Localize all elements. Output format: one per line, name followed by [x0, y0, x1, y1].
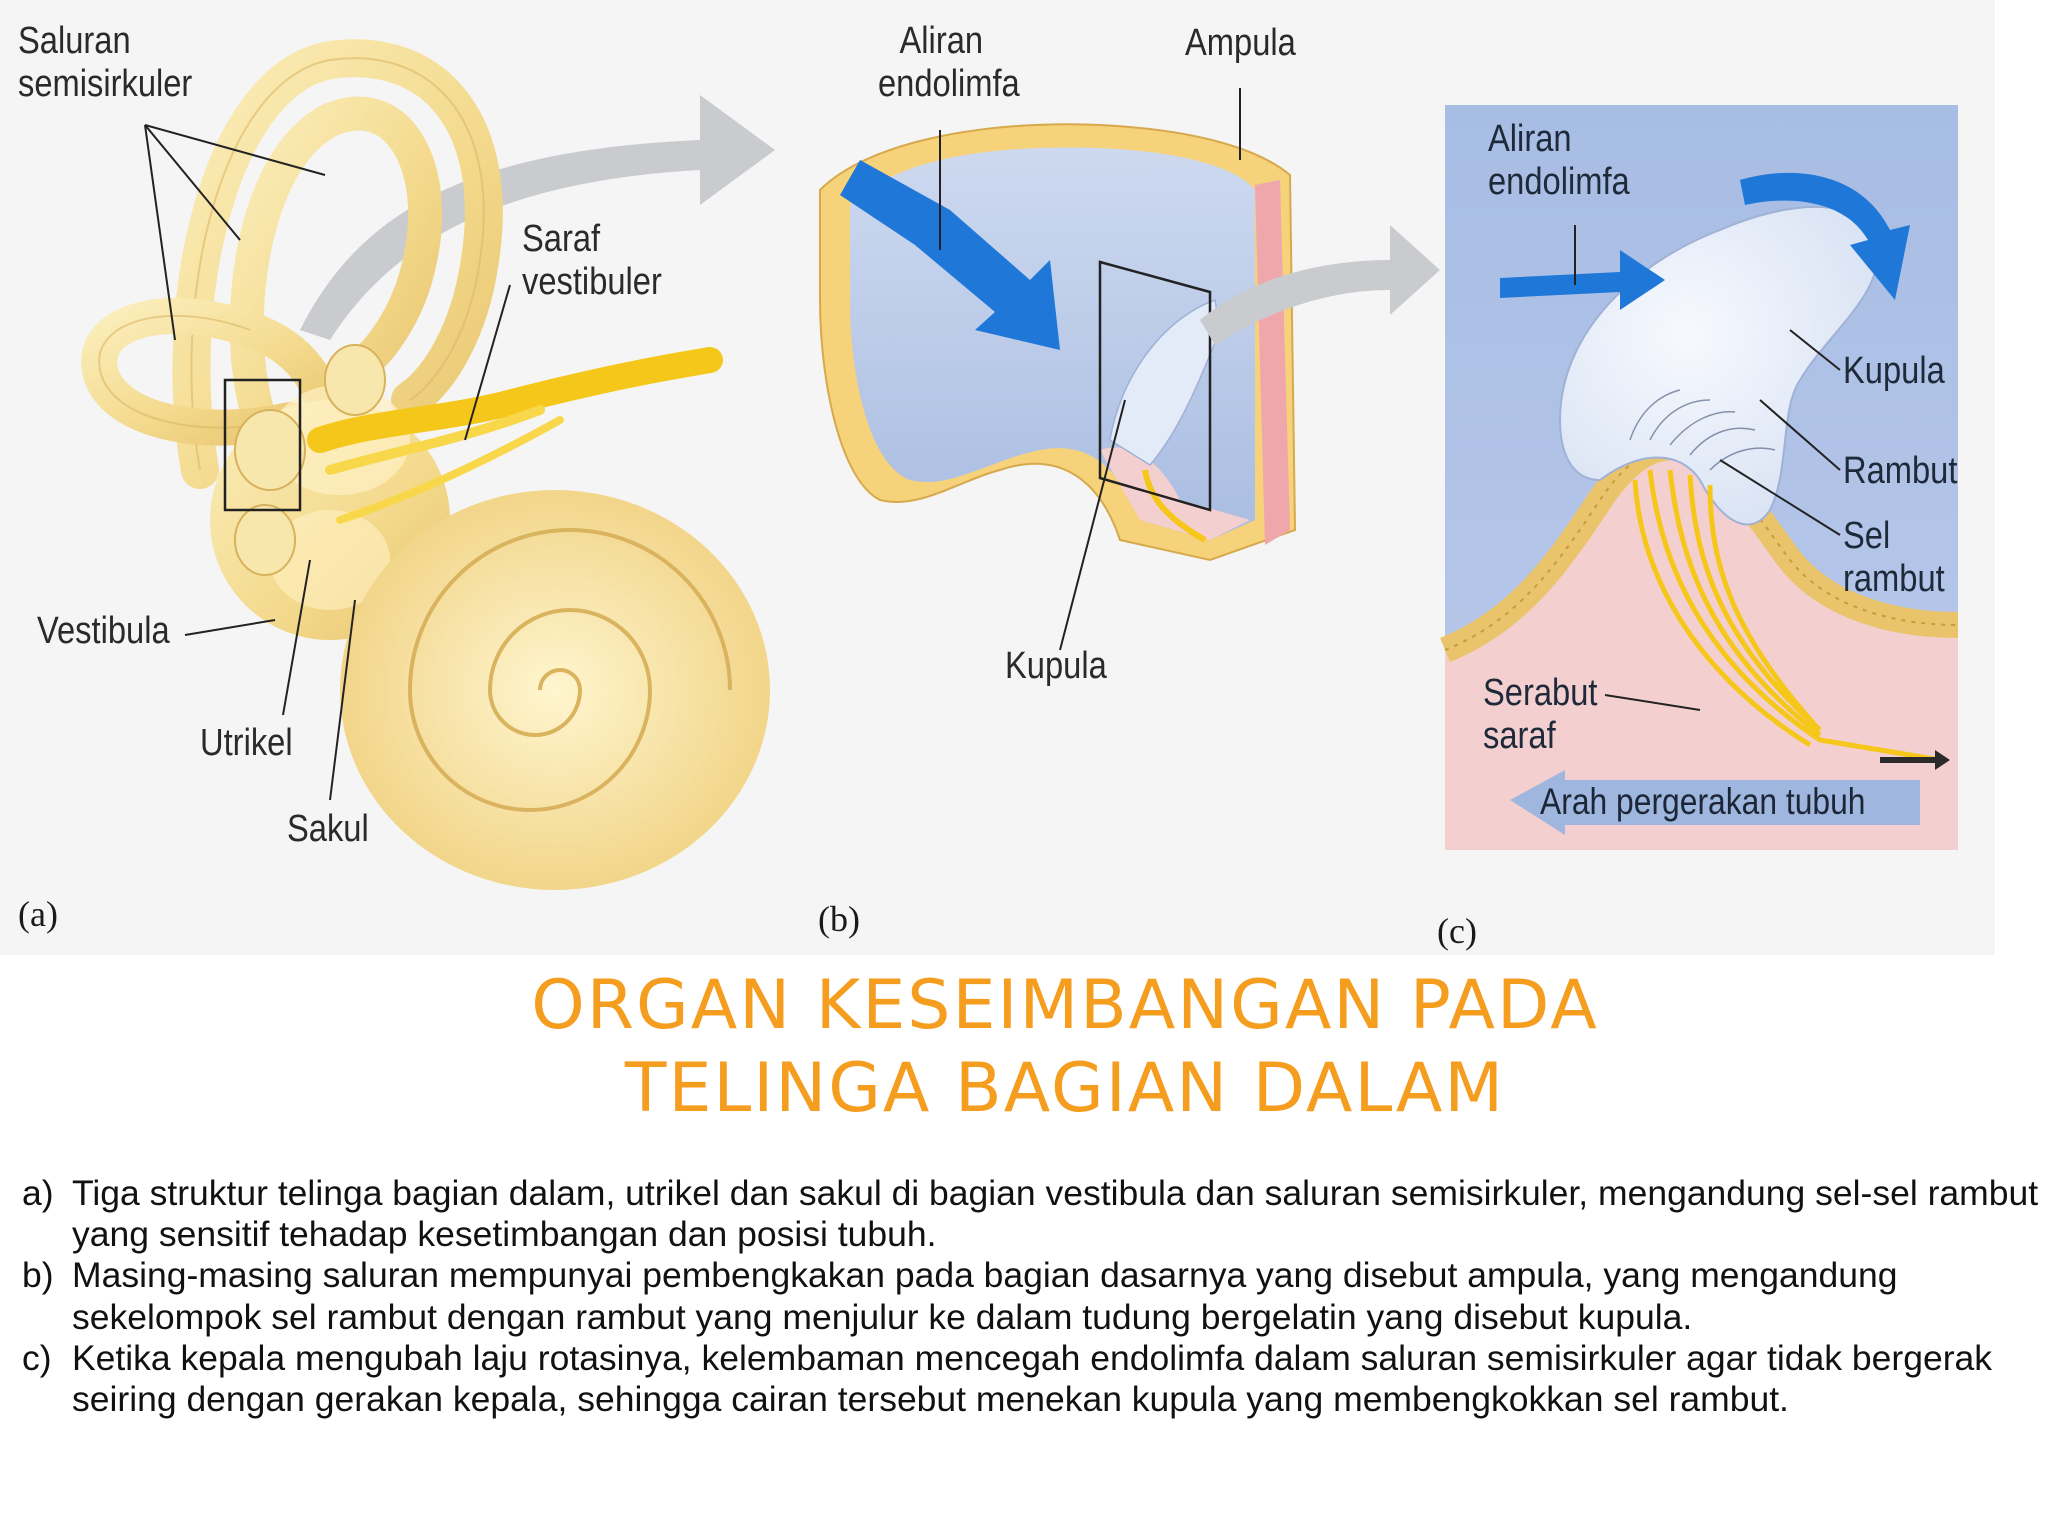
- description-text: Ketika kepala mengubah laju rotasinya, k…: [72, 1337, 1993, 1419]
- panel-b-drawing: [819, 88, 1440, 651]
- cochlea: [340, 490, 770, 890]
- label-kupula-b: Kupula: [1005, 645, 1107, 687]
- panel-a-drawing: [81, 39, 775, 890]
- label-saraf-vestibuler: Saraf vestibuler: [522, 218, 662, 303]
- endolymph-arrow-c-right: [1740, 172, 1910, 300]
- panel-c-drawing: [1439, 105, 1959, 850]
- semicircular-canal-posterior: [229, 96, 443, 437]
- description-item-b: b) Masing-masing saluran mempunyai pembe…: [22, 1255, 2042, 1337]
- label-ampula: Ampula: [1185, 22, 1296, 64]
- description-marker: c): [22, 1337, 52, 1378]
- label-arah-pergerakan-tubuh: Arah pergerakan tubuh: [1540, 781, 1866, 822]
- panel-b-to-c-arrow: [1200, 225, 1440, 345]
- label-utrikel: Utrikel: [200, 722, 293, 764]
- description-list: a) Tiga struktur telinga bagian dalam, u…: [22, 1173, 2042, 1420]
- panel-letter-c: (c): [1437, 911, 1477, 951]
- panel-letter-b: (b): [818, 899, 860, 939]
- panel-a-to-b-arrow: [300, 95, 775, 340]
- description-item-a: a) Tiga struktur telinga bagian dalam, u…: [22, 1173, 2042, 1255]
- slide-title-line-2: TELINGA BAGIAN DALAM: [624, 1048, 1506, 1128]
- label-kupula-c: Kupula: [1843, 350, 1945, 392]
- inner-ear-illustration: [81, 39, 1959, 890]
- inner-ear-figure: Saluran semisirkuler Saraf vestibuler Ve…: [18, 20, 1959, 951]
- nerve-direction-arrow: [1880, 750, 1950, 770]
- panel-a-focus-box: [223, 378, 302, 512]
- ampulla-a2: [324, 344, 386, 416]
- label-sel-rambut: Sel rambut: [1843, 515, 1945, 600]
- panel-b-focus-box: [1098, 260, 1212, 512]
- vestibular-nerve: [307, 347, 723, 453]
- label-aliran-endolimfa-c: Aliran endolimfa: [1488, 118, 1630, 203]
- label-sakul: Sakul: [287, 808, 369, 850]
- ampulla-a3: [234, 504, 296, 576]
- description-text: Tiga struktur telinga bagian dalam, utri…: [72, 1173, 2039, 1255]
- ampulla-a1: [234, 409, 306, 491]
- endolymph-arrow-b: [840, 160, 1060, 350]
- label-vestibula: Vestibula: [37, 610, 170, 652]
- label-aliran-endolimfa-b: Aliran endolimfa: [878, 20, 1020, 105]
- description-marker: a): [22, 1173, 54, 1213]
- label-rambut: Rambut: [1843, 450, 1958, 492]
- description-item-c: c) Ketika kepala mengubah laju rotasinya…: [22, 1338, 2042, 1420]
- panel-letter-a: (a): [18, 894, 58, 934]
- description-text: Masing-masing saluran mempunyai pembengk…: [72, 1255, 1898, 1337]
- slide-title: ORGAN KESEIMBANGAN PADA TELINGA BAGIAN D…: [0, 965, 2048, 1131]
- label-saluran-semisirkuler: Saluran semisirkuler: [18, 20, 193, 105]
- slide-title-line-1: ORGAN KESEIMBANGAN PADA: [531, 966, 1599, 1045]
- label-serabut-saraf: Serabut saraf: [1483, 672, 1598, 757]
- endolymph-arrow-c-left: [1500, 250, 1665, 310]
- body-motion-arrow: [1510, 770, 1920, 835]
- description-marker: b): [22, 1255, 54, 1296]
